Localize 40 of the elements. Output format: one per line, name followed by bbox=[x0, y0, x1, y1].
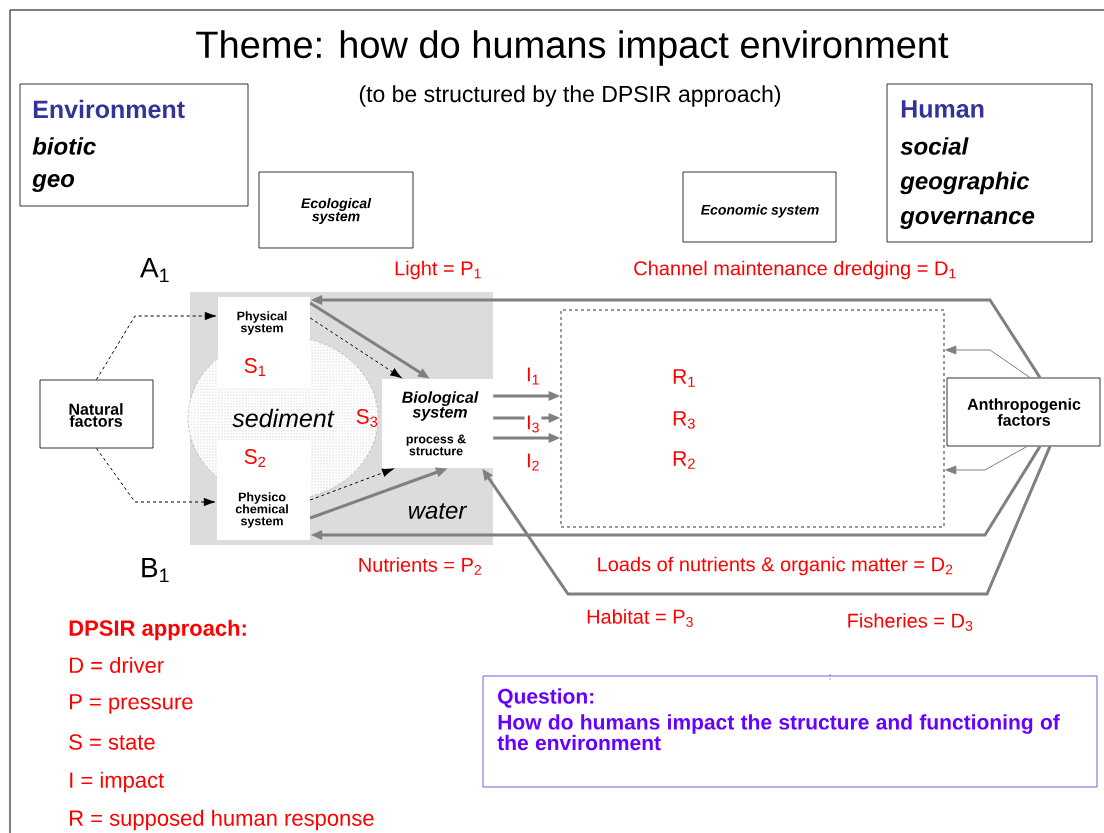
system-box: Ecological system bbox=[258, 171, 414, 249]
node-label: Biological system bbox=[402, 391, 479, 421]
legend-entry: R = supposed human response bbox=[70, 809, 374, 831]
factor-box: Natural factors bbox=[39, 379, 154, 449]
factor-box: Anthropogenic factors bbox=[946, 377, 1101, 447]
edge-label: Loads of nutrients & organic matter = D$_{2}$ bbox=[595, 555, 955, 577]
arrow bbox=[96, 447, 216, 507]
edge-label: Nutrients = P$_{2}$ bbox=[356, 555, 484, 577]
system-box: Physical system S$_{1}$ bbox=[218, 297, 310, 387]
point-label: B$_{1}$ bbox=[142, 557, 169, 583]
arrow bbox=[482, 445, 1052, 596]
system-box: S$_{2}$ Physico chemical system bbox=[217, 440, 310, 540]
arrow bbox=[96, 311, 217, 381]
edge-label: I$_{3}$ bbox=[524, 414, 542, 434]
edge-label: I$_{2}$ bbox=[524, 452, 542, 472]
system-box: Biological system process & structure bbox=[382, 379, 493, 468]
edge-label: Channel maintenance dredging = D$_{1}$ bbox=[631, 259, 959, 281]
arrow bbox=[309, 317, 402, 379]
info-box: Environment biotic geo bbox=[19, 83, 249, 207]
edge-label: I$_{1}$ bbox=[524, 366, 542, 386]
legend-entry: I = impact bbox=[70, 771, 164, 793]
arrow bbox=[945, 445, 1028, 475]
pressure-label: Light = P$_{1}$ bbox=[395, 260, 481, 280]
info-box: Human social geographic governance bbox=[886, 83, 1093, 243]
pressure-label: Habitat = P$_{3}$ bbox=[587, 609, 693, 627]
edge-label: Fisheries = D$_{3}$ bbox=[845, 611, 975, 633]
legend-entry: D = driver bbox=[70, 656, 164, 674]
arrow bbox=[309, 468, 394, 501]
subtitle: (to be structured by the DPSIR approach) bbox=[359, 85, 781, 107]
dashed-box: R$_{1}$ R$_{3}$ R$_{2}$ bbox=[560, 309, 945, 528]
legend-heading: DPSIR approach: bbox=[69, 619, 246, 641]
title: Theme: how do humans impact environment bbox=[196, 30, 949, 66]
point-label: A$_{1}$ bbox=[140, 257, 169, 283]
legend-entry: S = state bbox=[69, 734, 155, 750]
legend-entry: P = pressure bbox=[70, 694, 193, 714]
node-label: process & structure bbox=[406, 434, 466, 456]
state-label: S$_{3}$ bbox=[356, 409, 378, 427]
arrow bbox=[945, 345, 1031, 379]
dot-mark: : bbox=[829, 674, 831, 680]
system-box: Economic system bbox=[682, 171, 837, 243]
